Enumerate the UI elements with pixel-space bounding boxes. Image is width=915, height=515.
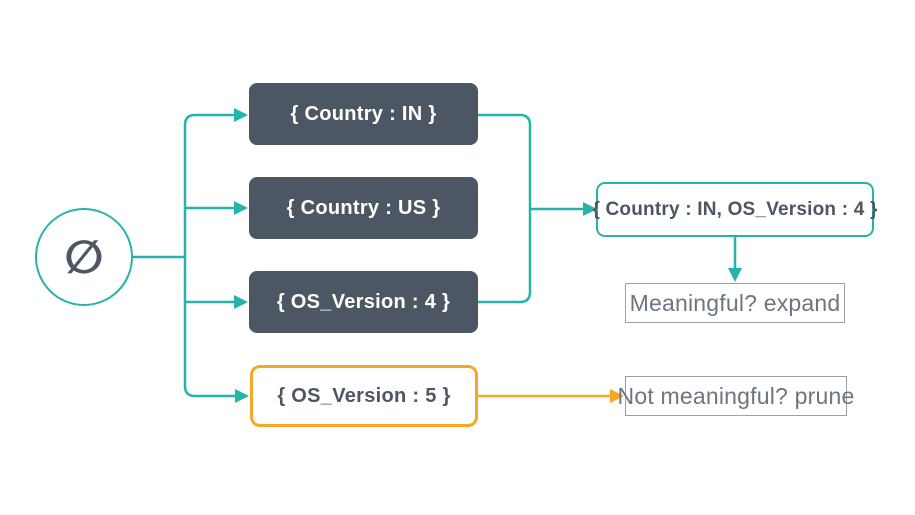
node-os-version-4: { OS_Version : 4 } [249, 271, 478, 333]
arrowhead-country-in [234, 108, 248, 122]
node-label: { OS_Version : 5 } [277, 384, 451, 407]
arrowhead-expand [728, 268, 742, 282]
node-country-us: { Country : US } [249, 177, 478, 239]
node-country-in: { Country : IN } [249, 83, 478, 145]
arrowhead-prune [610, 389, 624, 403]
outcome-label: Not meaningful? prune [617, 382, 855, 409]
empty-set-symbol: ∅ [64, 230, 104, 284]
node-os-version-5-pruned: { OS_Version : 5 } [250, 365, 478, 427]
node-root-empty-set: ∅ [35, 208, 133, 306]
node-label: { Country : IN } [290, 102, 437, 125]
arrowhead-country-us [234, 201, 248, 215]
edge-trunk [183, 113, 238, 398]
arrowhead-os4 [234, 295, 248, 309]
arrowhead-combined [583, 202, 597, 216]
outcome-label: Meaningful? expand [629, 289, 841, 316]
outcome-not-meaningful-prune: Not meaningful? prune [618, 376, 854, 416]
outcome-meaningful-expand: Meaningful? expand [625, 283, 845, 323]
node-label: { Country : IN, OS_Version : 4 } [592, 198, 878, 220]
node-label: { Country : US } [286, 196, 441, 219]
arrowhead-os5 [235, 389, 249, 403]
node-label: { OS_Version : 4 } [276, 290, 451, 313]
edge-join-bracket [478, 113, 532, 304]
node-country-in-os-version-4: { Country : IN, OS_Version : 4 } [592, 182, 877, 237]
